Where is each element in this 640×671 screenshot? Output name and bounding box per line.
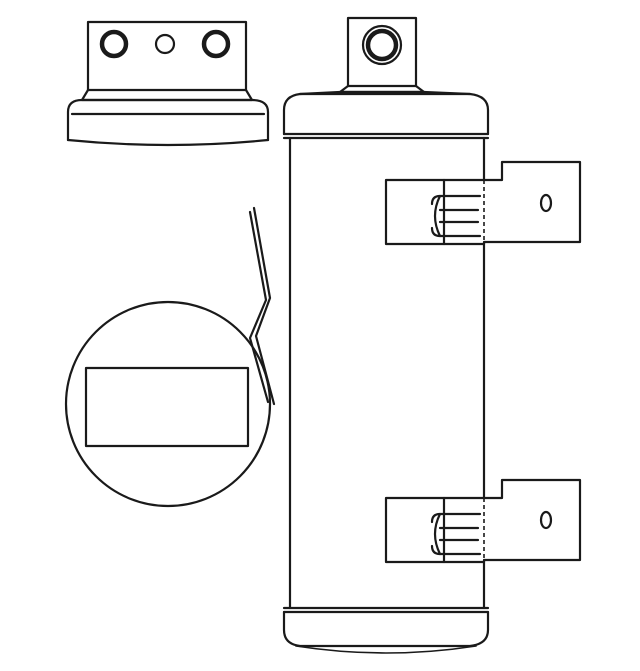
drier-cylinder: [282, 90, 490, 654]
label-plate: [84, 366, 250, 448]
lower-bracket-hole: [539, 510, 553, 530]
lower-mounting-bracket: [384, 478, 582, 564]
top-port-block: [66, 20, 270, 147]
outlet-port-ring-right: [201, 29, 231, 59]
inlet-port: [338, 16, 426, 94]
upper-bracket-hole: [539, 193, 553, 213]
upper-mounting-bracket: [384, 160, 582, 246]
outlet-port-ring-left: [99, 29, 129, 59]
sight-glass-ring: [154, 33, 176, 55]
detail-callout-circle: [64, 206, 276, 508]
